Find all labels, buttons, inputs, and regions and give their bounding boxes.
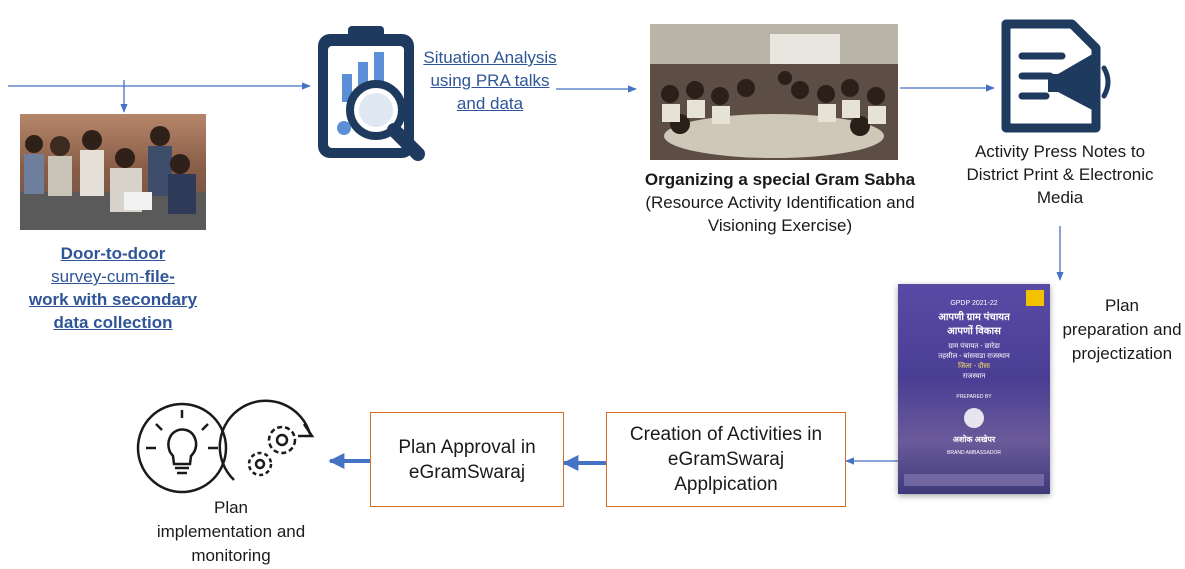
situation-caption: Situation Analysis using PRA talks and d…	[420, 46, 560, 115]
creation-box: Creation of Activities in eGramSwaraj Ap…	[606, 412, 846, 507]
press-label: Activity Press Notes to District Print &…	[966, 142, 1154, 207]
approval-label: Plan Approval in eGramSwaraj	[398, 436, 536, 483]
poster-line6: जिला - दौसा	[958, 363, 990, 370]
approval-box: Plan Approval in eGramSwaraj	[370, 412, 564, 507]
gram-sabha-caption: Organizing a special Gram Sabha (Resourc…	[612, 168, 948, 237]
press-notes-icon	[1001, 19, 1111, 133]
situation-link[interactable]: Situation Analysis using PRA talks and d…	[423, 48, 557, 113]
plan-poster: GPDP 2021-22 आपणी ग्राम पंचायत आपणों विक…	[898, 284, 1050, 494]
survey-photo	[20, 114, 206, 230]
survey-link[interactable]: Door-to-door	[60, 244, 166, 263]
poster-line3: आपणों विकास	[947, 326, 1001, 337]
poster-line4: ग्राम पंचायत - छारेडा	[948, 343, 1000, 350]
gram-sabha-photo	[650, 24, 898, 160]
poster-line7: राजस्थान	[962, 373, 986, 380]
poster-line1: GPDP 2021-22	[950, 300, 998, 307]
poster-logo	[1026, 290, 1044, 306]
poster-emblem	[964, 408, 984, 428]
implementation-label: Plan implementation and monitoring	[156, 498, 306, 565]
poster-line2: आपणी ग्राम पंचायत	[938, 312, 1010, 323]
gram-sabha-title: Organizing a special Gram Sabha	[644, 170, 916, 189]
poster-line5: तहसील - बांसवाडा राजस्थान	[938, 353, 1010, 360]
creation-label: Creation of Activities in eGramSwaraj Ap…	[629, 424, 823, 495]
analysis-clipboard-icon	[318, 26, 425, 161]
plan-prep-label: Plan preparation and projectization	[1062, 296, 1182, 363]
survey-link-2[interactable]: survey-cum-file-	[51, 267, 175, 286]
survey-link-3[interactable]: work with secondary data collection	[28, 290, 198, 332]
poster-footer	[904, 474, 1044, 486]
gram-sabha-detail: (Resource Activity Identification and Vi…	[645, 193, 915, 235]
poster-ambassador: BRAND AMBASSADOR	[947, 450, 1001, 456]
bulb-gears-icon	[136, 399, 315, 494]
press-caption: Activity Press Notes to District Print &…	[962, 140, 1158, 209]
implementation-caption: Plan implementation and monitoring	[156, 496, 306, 568]
poster-prepared: PREPARED BY	[956, 394, 992, 400]
poster-name: अशोक अखेपर	[952, 435, 996, 444]
plan-prep-caption: Plan preparation and projectization	[1062, 294, 1182, 366]
survey-caption: Door-to-door survey-cum-file- work with …	[20, 242, 206, 334]
